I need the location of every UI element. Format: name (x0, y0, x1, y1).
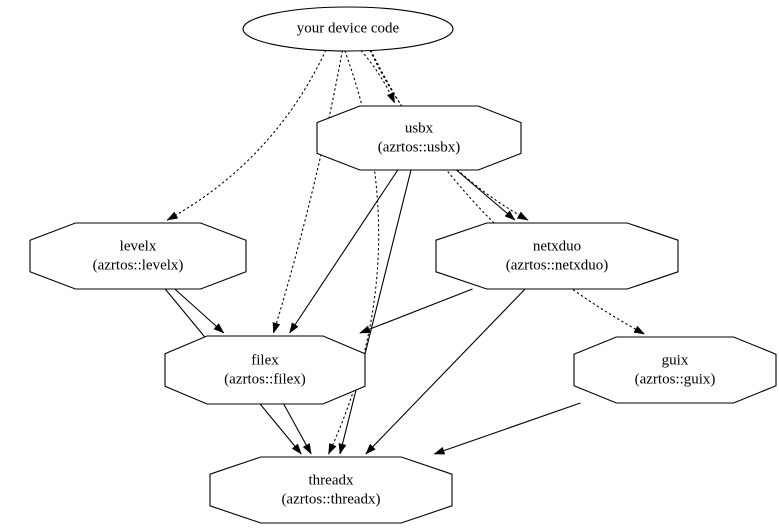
edge-arrowhead (272, 322, 281, 334)
edge-arrowhead (291, 443, 302, 455)
edge-arrowhead (386, 92, 395, 104)
edge-arrowhead (633, 325, 646, 335)
node-shape-octagon (573, 336, 777, 404)
node-shape-octagon (164, 335, 366, 405)
edge-device-to-netxduo (369, 49, 529, 221)
node-shape-ellipse (242, 6, 454, 52)
node-guix[interactable]: guix(azrtos::guix) (573, 336, 777, 404)
edge-device-to-usbx (360, 50, 396, 104)
node-usbx[interactable]: usbx(azrtos::usbx) (316, 105, 522, 171)
edge-arrowhead (338, 443, 347, 455)
node-shape-octagon (435, 222, 679, 290)
edge-guix-to-threadx (434, 402, 581, 455)
node-levelx[interactable]: levelx(azrtos::levelx) (29, 222, 247, 290)
edge-arrowhead (302, 443, 312, 455)
node-netxduo[interactable]: netxduo(azrtos::netxduo) (435, 222, 679, 290)
edge-arrowhead (504, 210, 516, 221)
edge-arrowhead (365, 443, 376, 455)
nodes-layer: your device codeusbx(azrtos::usbx)levelx… (29, 6, 777, 524)
edge-netxduo-to-filex (359, 288, 473, 334)
node-shape-octagon (316, 105, 522, 171)
node-shape-octagon (29, 222, 247, 290)
edge-usbx-to-netxduo (456, 169, 516, 221)
edge-usbx-to-filex (289, 169, 399, 334)
edge-arrowhead (433, 446, 446, 455)
edge-device-to-levelx (166, 49, 327, 221)
edge-arrowhead (166, 211, 179, 221)
edge-arrowhead (516, 211, 529, 221)
edge-netxduo-to-threadx (365, 288, 526, 455)
node-threadx[interactable]: threadx(azrtos::threadx) (209, 456, 453, 524)
node-device[interactable]: your device code (242, 6, 454, 52)
edge-arrowhead (328, 443, 337, 455)
edge-device-to-guix (370, 49, 645, 335)
edge-arrowhead (359, 325, 371, 334)
edge-arrowhead (289, 322, 299, 334)
node-filex[interactable]: filex(azrtos::filex) (164, 335, 366, 405)
edge-device-to-filex (272, 50, 343, 334)
edge-usbx-to-threadx (339, 169, 412, 455)
node-shape-octagon (209, 456, 453, 524)
edge-arrowhead (213, 323, 225, 334)
